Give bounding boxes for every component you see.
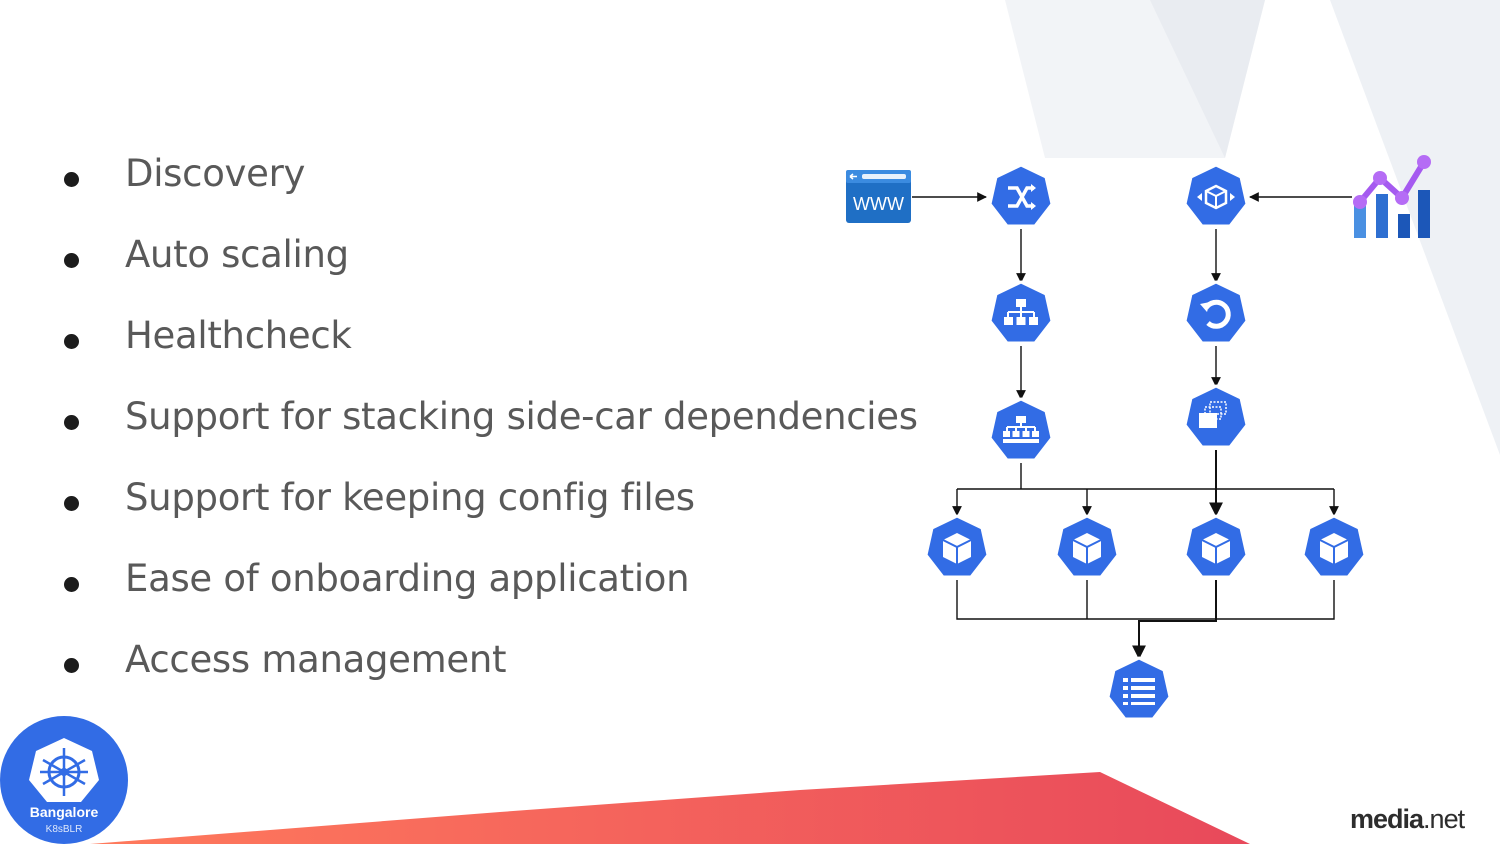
brand-tld: .net [1423,804,1465,834]
list-item: Access management [60,638,918,719]
kubernetes-helm-wheel-icon [29,738,99,802]
feature-list: Discovery Auto scaling Healthcheck Suppo… [60,152,918,719]
bullet-text: Support for stacking side-car dependenci… [125,395,918,438]
bullet-dot [64,496,79,511]
bullet-dot [64,172,79,187]
connector-lines [912,192,1352,660]
bullet-text: Access management [125,638,507,681]
pod-icon-4 [1301,514,1367,579]
badge-title: Bangalore [29,804,99,820]
bullet-text: Healthcheck [125,314,352,357]
replicaset-icon [1183,384,1249,449]
bullet-dot [64,577,79,592]
metrics-chart-icon [1353,155,1431,238]
bg-shape-right [1330,0,1500,455]
list-item: Support for stacking side-car dependenci… [60,395,918,476]
badge-subtitle: K8sBLR [45,824,83,835]
bg-shape-mid [1150,0,1265,158]
list-item: Ease of onboarding application [60,557,918,638]
list-item: Support for keeping config files [60,476,918,557]
bullet-text: Discovery [125,152,306,195]
brand-name: media [1350,804,1424,834]
bullet-text: Ease of onboarding application [125,557,690,600]
bullet-text: Support for keeping config files [125,476,695,519]
list-item: Auto scaling [60,233,918,314]
pod-icon-2 [1054,514,1120,579]
service-icon [988,280,1054,345]
pod-icon-1 [924,514,990,579]
list-item: Discovery [60,152,918,233]
bullet-dot [64,253,79,268]
bullet-dot [64,658,79,673]
configmap-icon [1106,656,1172,721]
brand-logo: media.net [1350,804,1465,835]
pod-icon-3 [1183,514,1249,579]
endpoints-icon [988,397,1054,462]
svg-text:WWW: WWW [853,194,904,214]
bullet-dot [64,415,79,430]
custom-resource-icon [1183,163,1249,228]
bullet-text: Auto scaling [125,233,349,276]
hpa-icon [1183,280,1249,345]
ingress-icon [988,163,1054,228]
bullet-dot [64,334,79,349]
www-browser-icon: WWW [846,170,911,223]
bottom-wave [90,772,1250,844]
list-item: Healthcheck [60,314,918,395]
